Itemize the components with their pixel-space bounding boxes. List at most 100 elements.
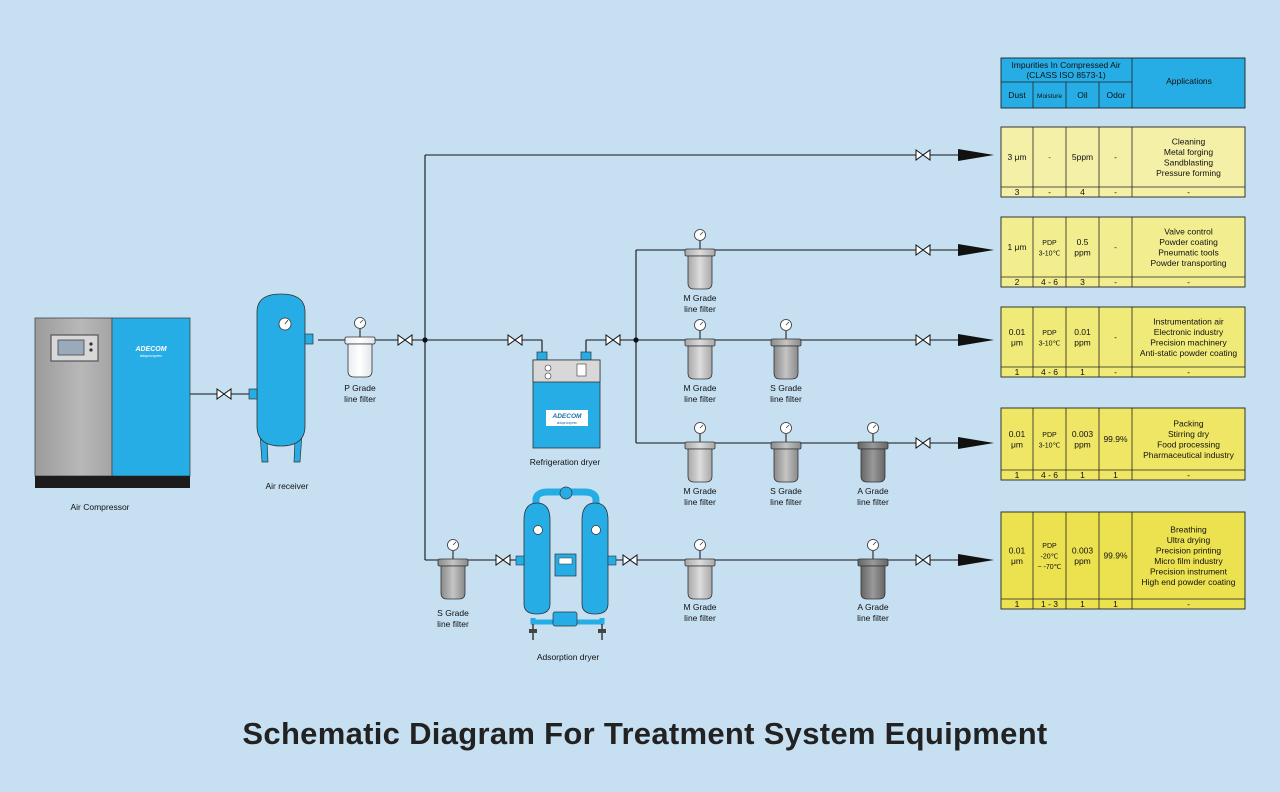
applications-cell: Stirring dry <box>1168 429 1210 439</box>
valve-icon <box>605 334 621 346</box>
class-cell: 1 - 3 <box>1041 599 1058 609</box>
valve-icon <box>397 334 413 346</box>
pipe-junctions <box>422 337 639 343</box>
class-cell: - <box>1187 277 1190 287</box>
s-grade-filter <box>437 539 469 600</box>
m-grade-filter <box>684 319 716 380</box>
m-grade-filter-label: M Grade <box>683 293 716 303</box>
oil-cell: 5ppm <box>1072 152 1093 162</box>
class-cell: - <box>1187 187 1190 197</box>
applications-cell: Pneumatic tools <box>1158 247 1218 257</box>
valves <box>216 149 931 566</box>
p-grade-filter: P Grade line filter <box>344 317 376 404</box>
dryer-logo: ADECOM <box>552 413 582 420</box>
oil-cell: ppm <box>1074 556 1091 566</box>
valve-icon <box>915 149 931 161</box>
junction-dot <box>422 337 428 343</box>
flow-arrow-icon <box>958 244 994 256</box>
applications-cell: Breathing <box>1170 524 1207 534</box>
s-grade-filter-label: S Grade <box>770 486 802 496</box>
applications-cell: High end powder coating <box>1141 577 1235 587</box>
air-compressor-label: Air Compressor <box>70 502 129 512</box>
s-grade-filter-label: S Grade <box>770 383 802 393</box>
header-applications: Applications <box>1166 76 1212 86</box>
m-grade-filter-sublabel: line filter <box>684 394 716 404</box>
oil-cell: ppm <box>1074 337 1091 347</box>
dust-cell: 0.01 <box>1009 429 1026 439</box>
refrigeration-dryer-label: Refrigeration dryer <box>530 457 601 467</box>
s-grade-filter-sublabel: line filter <box>437 619 469 629</box>
m-grade-filter <box>684 539 716 600</box>
class-cell: 1 <box>1080 367 1085 377</box>
m-grade-filter-label: M Grade <box>683 383 716 393</box>
a-grade-filter-sublabel: line filter <box>857 497 889 507</box>
valve-icon <box>507 334 523 346</box>
table-row: 0.01μmPDP3-10℃0.003ppm99.9%PackingStirri… <box>1000 407 1246 481</box>
flow-arrow-icon <box>958 334 994 346</box>
oil-cell: 0.003 <box>1072 429 1094 439</box>
air-compressor: ADECOM aidaprorapeen Air Compressor <box>34 317 191 512</box>
header-group-subtitle: (CLASS ISO 8573-1) <box>1026 70 1106 80</box>
class-cell: - <box>1048 187 1051 197</box>
class-cell: 1 <box>1015 470 1020 480</box>
compressor-tagline: aidaprorapeen <box>140 354 163 358</box>
moisture-cell: PDP <box>1042 432 1057 439</box>
oil-cell: 0.003 <box>1072 545 1094 555</box>
s-grade-filter-sublabel: line filter <box>770 394 802 404</box>
odor-cell: - <box>1114 242 1117 252</box>
oil-cell: ppm <box>1074 247 1091 257</box>
odor-cell: - <box>1114 332 1117 342</box>
class-cell: 1 <box>1113 470 1118 480</box>
oil-cell: 0.01 <box>1074 327 1091 337</box>
header-dust: Dust <box>1008 90 1026 100</box>
dust-cell: 0.01 <box>1009 545 1026 555</box>
m-grade-filter-label: M Grade <box>683 486 716 496</box>
dust-cell: μm <box>1011 556 1023 566</box>
moisture-cell: PDP <box>1042 240 1057 247</box>
applications-cell: Powder transporting <box>1150 258 1226 268</box>
applications-cell: Instrumentation air <box>1153 316 1224 326</box>
class-cell: 1 <box>1015 599 1020 609</box>
moisture-cell: 3-10℃ <box>1039 442 1061 449</box>
flow-arrow-icon <box>958 437 994 449</box>
oil-cell: ppm <box>1074 439 1091 449</box>
moisture-cell: PDP <box>1042 330 1057 337</box>
class-cell: 2 <box>1015 277 1020 287</box>
header-moisture: Moisture <box>1037 93 1062 100</box>
valve-icon <box>495 554 511 566</box>
p-grade-label: P Grade <box>344 383 376 393</box>
moisture-cell: - <box>1048 155 1051 162</box>
odor-cell: 99.9% <box>1103 551 1128 561</box>
moisture-cell: 3-10℃ <box>1039 250 1061 257</box>
dust-cell: μm <box>1011 337 1023 347</box>
class-cell: - <box>1114 187 1117 197</box>
class-cell: - <box>1114 367 1117 377</box>
flow-arrow-icon <box>958 149 994 161</box>
class-cell: 4 - 6 <box>1041 367 1058 377</box>
applications-cell: Precision instrument <box>1150 566 1228 576</box>
m-grade-filter-label: M Grade <box>683 602 716 612</box>
applications-cell: Food processing <box>1157 439 1220 449</box>
applications-cell: Cleaning <box>1172 136 1206 146</box>
class-cell: - <box>1187 367 1190 377</box>
s-grade-filter-label: S Grade <box>437 608 469 618</box>
impurities-table: Impurities In Compressed Air (CLASS ISO … <box>1000 57 1246 610</box>
oil-cell: 0.5 <box>1077 237 1089 247</box>
refrigeration-dryer: ADECOM aidaprorapeen Refrigeration dryer <box>530 351 601 467</box>
p-grade-filter-icon <box>344 317 376 378</box>
dust-cell: 0.01 <box>1009 327 1026 337</box>
applications-cell: Precision printing <box>1156 545 1221 555</box>
flow-arrow-icon <box>958 554 994 566</box>
odor-cell: - <box>1114 152 1117 162</box>
a-grade-filter <box>857 539 889 600</box>
class-cell: 4 <box>1080 187 1085 197</box>
valve-icon <box>915 437 931 449</box>
m-grade-filter-sublabel: line filter <box>684 497 716 507</box>
applications-cell: Ultra drying <box>1167 535 1211 545</box>
valve-icon <box>216 388 232 400</box>
applications-cell: Powder coating <box>1159 237 1218 247</box>
